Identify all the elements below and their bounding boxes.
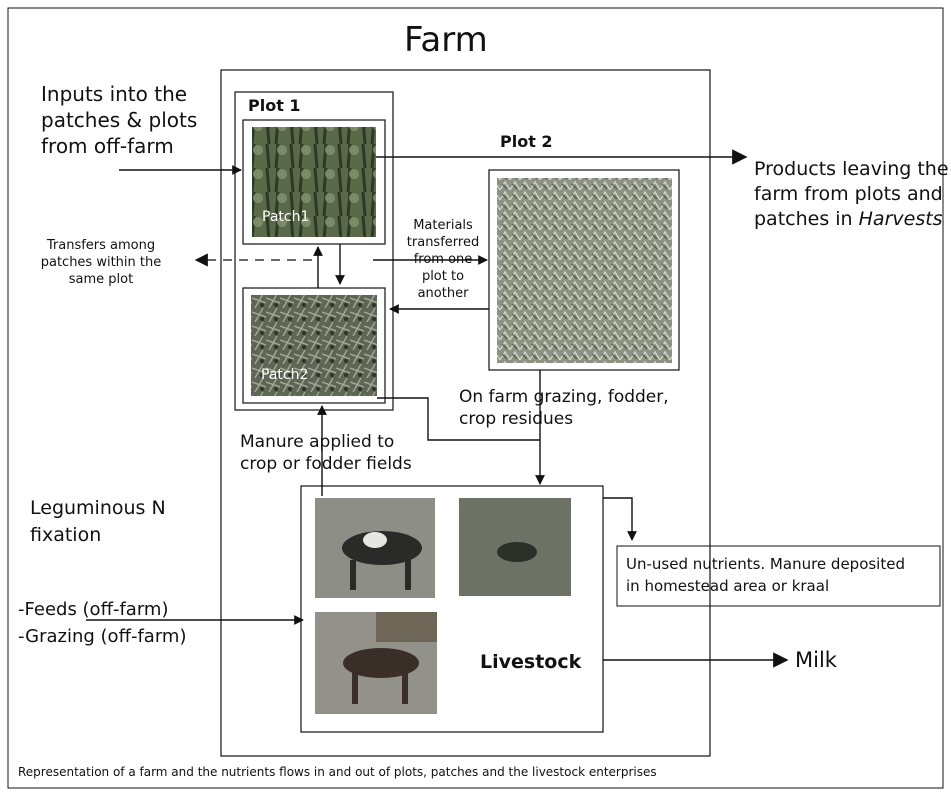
transfers-label: Transfers among patches within the same …	[40, 238, 162, 287]
unused-label: Un-used nutrients. Manure deposited in h…	[626, 555, 905, 595]
products-label-text: Products leaving the farm from plots and…	[754, 158, 949, 230]
patch1-label: Patch1	[262, 209, 310, 225]
plot2-photo	[497, 178, 672, 363]
patch2-photo	[251, 295, 377, 396]
milk-label: Milk	[795, 648, 837, 672]
outer-frame	[7, 7, 944, 789]
farm-box	[220, 69, 711, 757]
unused-box	[616, 545, 941, 607]
materials-label: Materials transferred from one plot to a…	[406, 218, 480, 301]
patch2-label: Patch2	[261, 367, 309, 383]
patch1-frame	[242, 119, 386, 245]
plot2-frame	[488, 169, 680, 371]
manure-applied-label: Manure applied to crop or fodder fields	[240, 432, 412, 474]
products-label: Products leaving the farm from plots and…	[754, 132, 949, 232]
farm-title: Farm	[404, 20, 488, 60]
inputs-label: Inputs into the patches & plots from off…	[41, 82, 198, 158]
feeds-label: -Feeds (off-farm) -Grazing (off-farm)	[18, 599, 187, 647]
livestock-box	[300, 485, 604, 733]
arrow-livestock-to-unused	[603, 497, 637, 541]
patch2-frame	[242, 287, 386, 404]
leguminous-label: Leguminous N fixation	[30, 497, 166, 546]
caption: Representation of a farm and the nutrien…	[18, 765, 657, 779]
livestock-label: Livestock	[480, 651, 582, 673]
arrow-patch2-to-livestock	[377, 397, 540, 441]
patch1-photo	[252, 127, 376, 237]
products-label-harvests: Harvests	[858, 208, 943, 230]
plot2-label: Plot 2	[500, 132, 553, 151]
plot1-box	[234, 91, 394, 411]
on-farm-grazing-label: On farm grazing, fodder, crop residues	[459, 387, 669, 429]
plot1-label: Plot 1	[248, 96, 301, 115]
